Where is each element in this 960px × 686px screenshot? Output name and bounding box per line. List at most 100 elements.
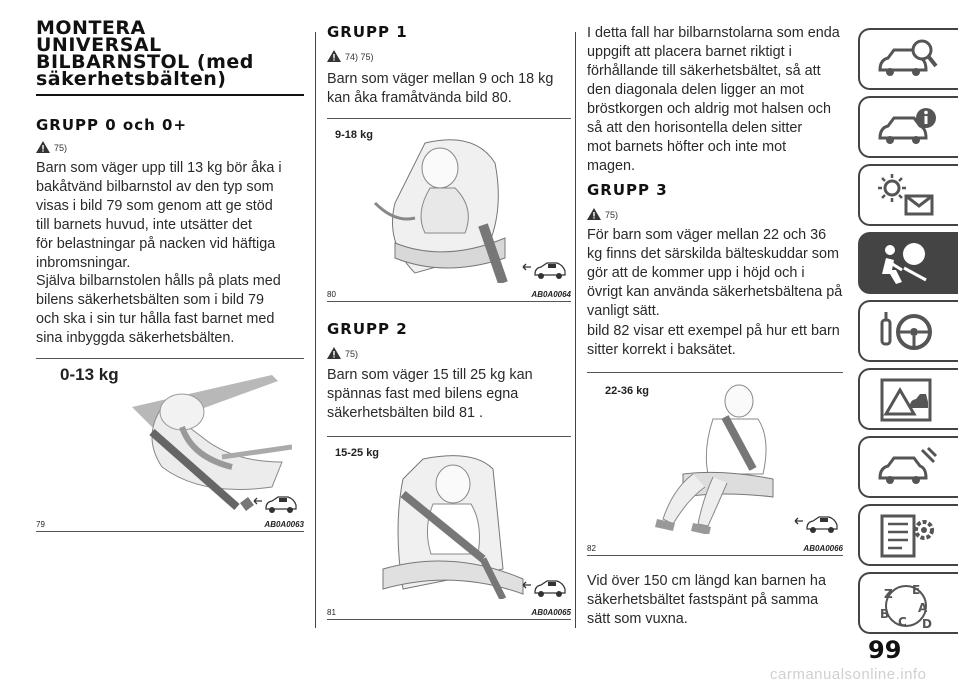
title-line: BILBARNSTOL (med [36,51,254,73]
warning-note-ref[interactable]: 75) [36,141,67,153]
warning-lights-icon [878,174,934,216]
tab-safety[interactable] [858,232,958,294]
paragraph: bild 82 visar ett exempel på hur ett bar… [587,322,851,360]
text-line: och ska i sin tur hålla fast barnet med [36,311,275,327]
car-side-icon [253,496,297,513]
paragraph: Själva bilbarnstolen hålls på plats med … [36,272,306,348]
heading-grupp-2: GRUPP 2 [327,320,408,338]
text-line: inbromsningar. [36,255,131,271]
title-line: MONTERA [36,17,146,39]
paragraph: I detta fall har bilbarnstolarna som end… [587,24,851,176]
figure-number: 79 [36,520,45,529]
svg-text:D: D [922,617,932,631]
car-info-icon [878,108,936,144]
text-line: Själva bilbarnstolen hålls på plats med [36,273,281,289]
tab-emergency[interactable] [858,368,958,430]
title-underline [36,94,304,96]
figure-80: 9-18 kg 80 AB0A0064 [327,118,571,302]
paragraph: För barn som väger mellan 22 och 36 kg f… [587,226,851,321]
ignition-steering-icon [880,312,932,350]
footer-watermark: carmanualsonline.info [770,666,927,683]
column-divider [575,32,576,628]
paragraph: Barn som väger mellan 9 och 18 kg kan åk… [327,70,573,108]
text-line: I detta fall har bilbarnstolarna som end… [587,25,840,41]
technical-data-icon [880,514,934,558]
warning-note-ref[interactable]: 75) [587,208,618,220]
section-title: MONTERA UNIVERSAL BILBARNSTOL (med säker… [36,17,254,90]
warning-note-ref[interactable]: 75) [327,347,358,359]
warning-triangle-icon [36,141,50,153]
warning-note-ref[interactable]: 74) 75) [327,50,374,62]
text-line: spännas fast med bilens egna [327,386,519,402]
text-line: kg finns det särskilda bälteskuddar som [587,246,839,262]
svg-text:C: C [898,615,907,629]
text-line: gör att de kommer upp i höjd och i [587,265,805,281]
text-line: kan åka framåtvända bild 80. [327,90,512,106]
svg-text:A: A [918,601,928,615]
svg-text:B: B [880,607,889,621]
text-line: Barn som väger upp till 13 kg bör åka i [36,160,282,176]
car-side-icon [522,262,566,279]
airbag-passenger-icon [882,243,927,284]
figure-number: 82 [587,544,596,553]
text-line: till barnets huvud, inte utsätter det [36,217,252,233]
heading-grupp-3: GRUPP 3 [587,181,668,199]
warning-triangle-icon [327,347,341,359]
heading-grupp-0: GRUPP 0 och 0+ [36,116,188,134]
tab-warning-lights[interactable] [858,164,958,226]
text-line: mot barnets höfter och inte mot [587,139,787,155]
text-line: bild 82 visar ett exempel på hur ett bar… [587,323,840,339]
rear-facing-seat-illustration [132,375,292,511]
tab-maintenance[interactable] [858,436,958,498]
car-maintenance-icon [878,446,938,484]
title-line: UNIVERSAL [36,34,162,56]
text-line: sätt som vuxna. [587,611,688,627]
figure-weight-label: 0-13 kg [60,365,119,384]
booster-seat-illustration [382,455,524,599]
text-line: säkerhetsbälten bild 81 . [327,405,483,421]
paragraph: Vid över 150 cm längd kan barnen ha säke… [587,572,851,629]
svg-text:Z: Z [884,587,893,601]
figure-weight-label: 15-25 kg [335,447,380,459]
title-line: säkerhetsbälten) [36,68,227,90]
text-line: bilens säkerhetsbälten som i bild 79 [36,292,264,308]
text-line: bakåtvänd bilbarnstol av den typ som [36,179,274,195]
car-emergency-icon [880,378,932,422]
car-side-icon [522,580,566,597]
text-line: vanligt sätt. [587,303,660,319]
figure-code: AB0A0065 [531,608,571,617]
text-line: den diagonala delen ligger an mot [587,82,804,98]
car-side-icon [794,516,838,533]
figure-weight-label: 9-18 kg [335,129,373,141]
note-ref-text: 74) 75) [345,52,374,62]
tab-index[interactable]: Z E A B C D [858,572,958,634]
tab-starting-driving[interactable] [858,300,958,362]
text-line: sina inbyggda säkerhetsbälten. [36,330,235,346]
tab-car-info[interactable] [858,96,958,158]
text-line: bröstkorgen och aldrig mot halsen och [587,101,831,117]
text-line: visas i bild 79 som genom att ge stöd [36,198,273,214]
paragraph: Barn som väger 15 till 25 kg kan spännas… [327,366,573,423]
text-line: övrigt kan använda säkerhetsbältena på [587,284,843,300]
text-line: Barn som väger mellan 9 och 18 kg [327,71,554,87]
figure-weight-label: 22-36 kg [605,385,650,397]
page-number: 99 [868,636,902,664]
figure-code: AB0A0066 [803,544,843,553]
text-line: förhållande till säkerhetsbältet, så att [587,63,821,79]
car-search-icon [878,39,938,76]
tab-car-search[interactable] [858,28,958,90]
text-line: magen. [587,158,635,174]
figure-number: 80 [327,290,336,299]
figure-79: 0-13 kg 79 AB0A0063 [36,358,304,532]
figure-82: 22-36 kg 82 AB0A0066 [587,372,843,556]
text-line: så att den horisontella delen sitter [587,120,803,136]
forward-facing-seat-illustration [373,139,508,283]
tab-technical-data[interactable] [858,504,958,566]
note-ref-text: 75) [54,143,68,153]
text-line: säkerhetsbältet fastspänt på samma [587,592,819,608]
figure-81: 15-25 kg 81 AB0A0065 [327,436,571,620]
figure-number: 81 [327,608,336,617]
paragraph: Barn som väger upp till 13 kg bör åka i … [36,159,306,273]
figure-code: AB0A0063 [264,520,304,529]
text-line: För barn som väger mellan 22 och 36 [587,227,827,243]
